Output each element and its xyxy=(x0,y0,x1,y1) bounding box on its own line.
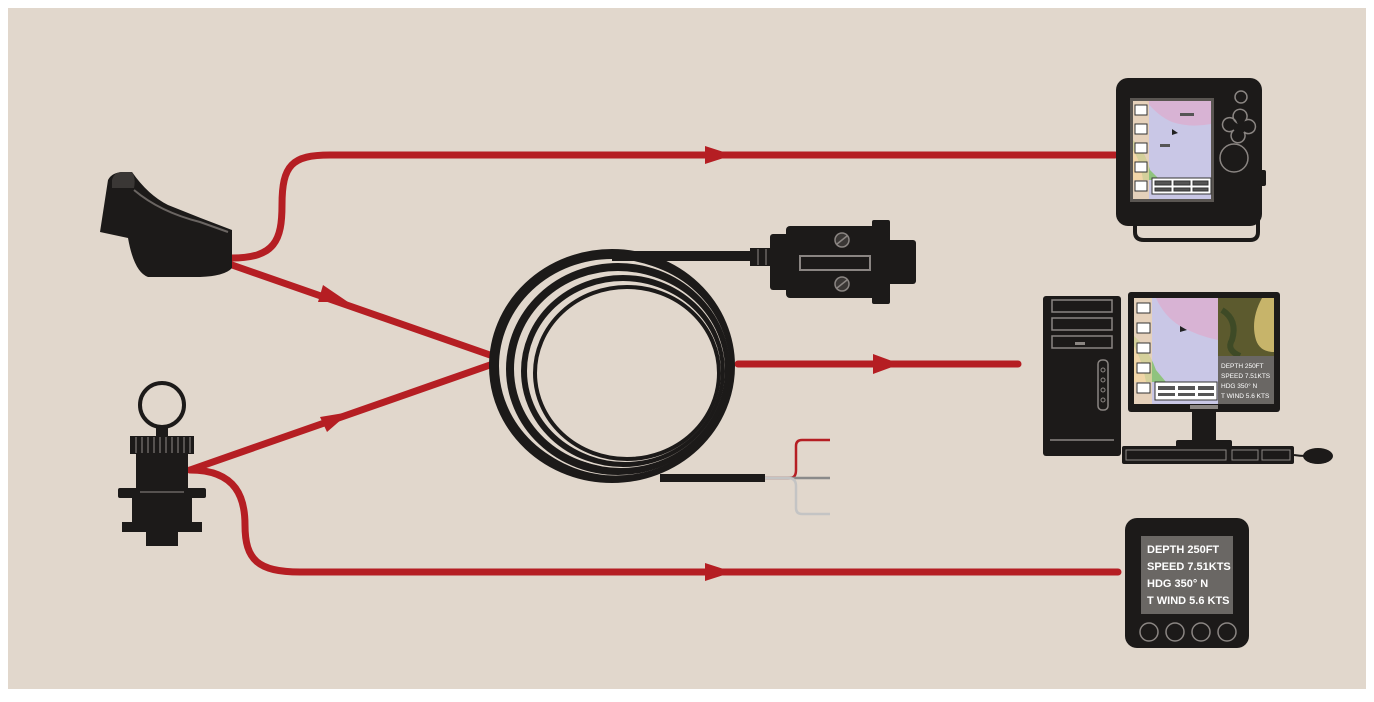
arrow-thruhull-to-converter xyxy=(320,412,350,432)
coil-loop-7 xyxy=(533,285,721,461)
serial-connector xyxy=(750,220,916,304)
chartplotter-button-pad xyxy=(1221,108,1257,144)
instrument-line-3: HDG 350° N xyxy=(1147,578,1208,590)
coil-loop-3 xyxy=(506,263,730,475)
thru-hull-transducer xyxy=(118,381,206,546)
chartplotter-land xyxy=(1133,101,1211,126)
connector-housing xyxy=(786,226,878,298)
bare-wires xyxy=(765,438,830,516)
monitor-data-line-3: HDG 350° N xyxy=(1221,382,1258,390)
cable-thruhull-to-instrument xyxy=(186,466,1122,576)
cable-hull-to-converter xyxy=(228,261,494,359)
arrow-to-computer xyxy=(873,354,900,374)
transducer-tip xyxy=(146,532,178,546)
arrow-to-chartplotter xyxy=(705,146,733,164)
instrument-line-4: T WIND 5.6 KTS xyxy=(1147,595,1230,607)
knurl-lines xyxy=(135,437,191,453)
chartplotter xyxy=(1116,78,1266,242)
transducer-body-upper xyxy=(136,454,188,488)
transducer-flange xyxy=(118,488,206,498)
instrument-button-3 xyxy=(1191,622,1211,642)
monitor-stand-neck xyxy=(1192,412,1216,442)
transducer-cap xyxy=(112,172,135,188)
coil-loop-5 xyxy=(521,275,725,467)
monitor-data-panel xyxy=(1218,356,1274,404)
chartplotter-databar xyxy=(1151,177,1212,195)
transducer-highlight xyxy=(133,189,229,233)
chartplotter-knob-right xyxy=(1258,170,1266,186)
arrow-to-instrument xyxy=(705,563,733,581)
transducer-body xyxy=(100,172,232,277)
transducer-neck xyxy=(156,426,168,436)
instrument-button-1 xyxy=(1139,622,1159,642)
cable-hull-to-chartplotter xyxy=(228,151,1119,262)
instrument-screen xyxy=(1141,536,1233,614)
monitor-data-line-1: DEPTH 250FT xyxy=(1221,363,1264,370)
computer: DEPTH 250FT SPEED 7.51KTS HDG 350° N T W… xyxy=(1043,292,1333,464)
arrow-hull-to-converter xyxy=(318,285,348,302)
chartplotter-button-small xyxy=(1234,90,1248,104)
chartplotter-bracket xyxy=(1133,215,1260,242)
instrument-line-1: DEPTH 250FT xyxy=(1147,544,1219,556)
connector-shell xyxy=(770,234,794,290)
monitor-data-line-4: T WIND 5.6 KTS xyxy=(1221,393,1270,400)
transducer-body-lower xyxy=(132,498,192,522)
chartplotter-rotary-knob xyxy=(1219,143,1249,173)
transducer-lower-flange xyxy=(122,522,202,532)
mouse xyxy=(1303,448,1333,464)
keyboard xyxy=(1122,446,1294,464)
instrument-display: DEPTH 250FT SPEED 7.51KTS HDG 350° N T W… xyxy=(1125,518,1249,648)
connector-slot xyxy=(799,255,871,271)
instrument-button-4 xyxy=(1217,622,1237,642)
instrument-line-2: SPEED 7.51KTS xyxy=(1147,561,1231,573)
hull-transducer xyxy=(100,172,232,277)
pc-tower xyxy=(1043,296,1121,456)
wire-light xyxy=(765,476,830,516)
coiled-cable xyxy=(489,249,765,483)
monitor-data-line-2: SPEED 7.51KTS xyxy=(1221,373,1271,380)
instrument-button-2 xyxy=(1165,622,1185,642)
cable-arrows xyxy=(318,146,900,581)
